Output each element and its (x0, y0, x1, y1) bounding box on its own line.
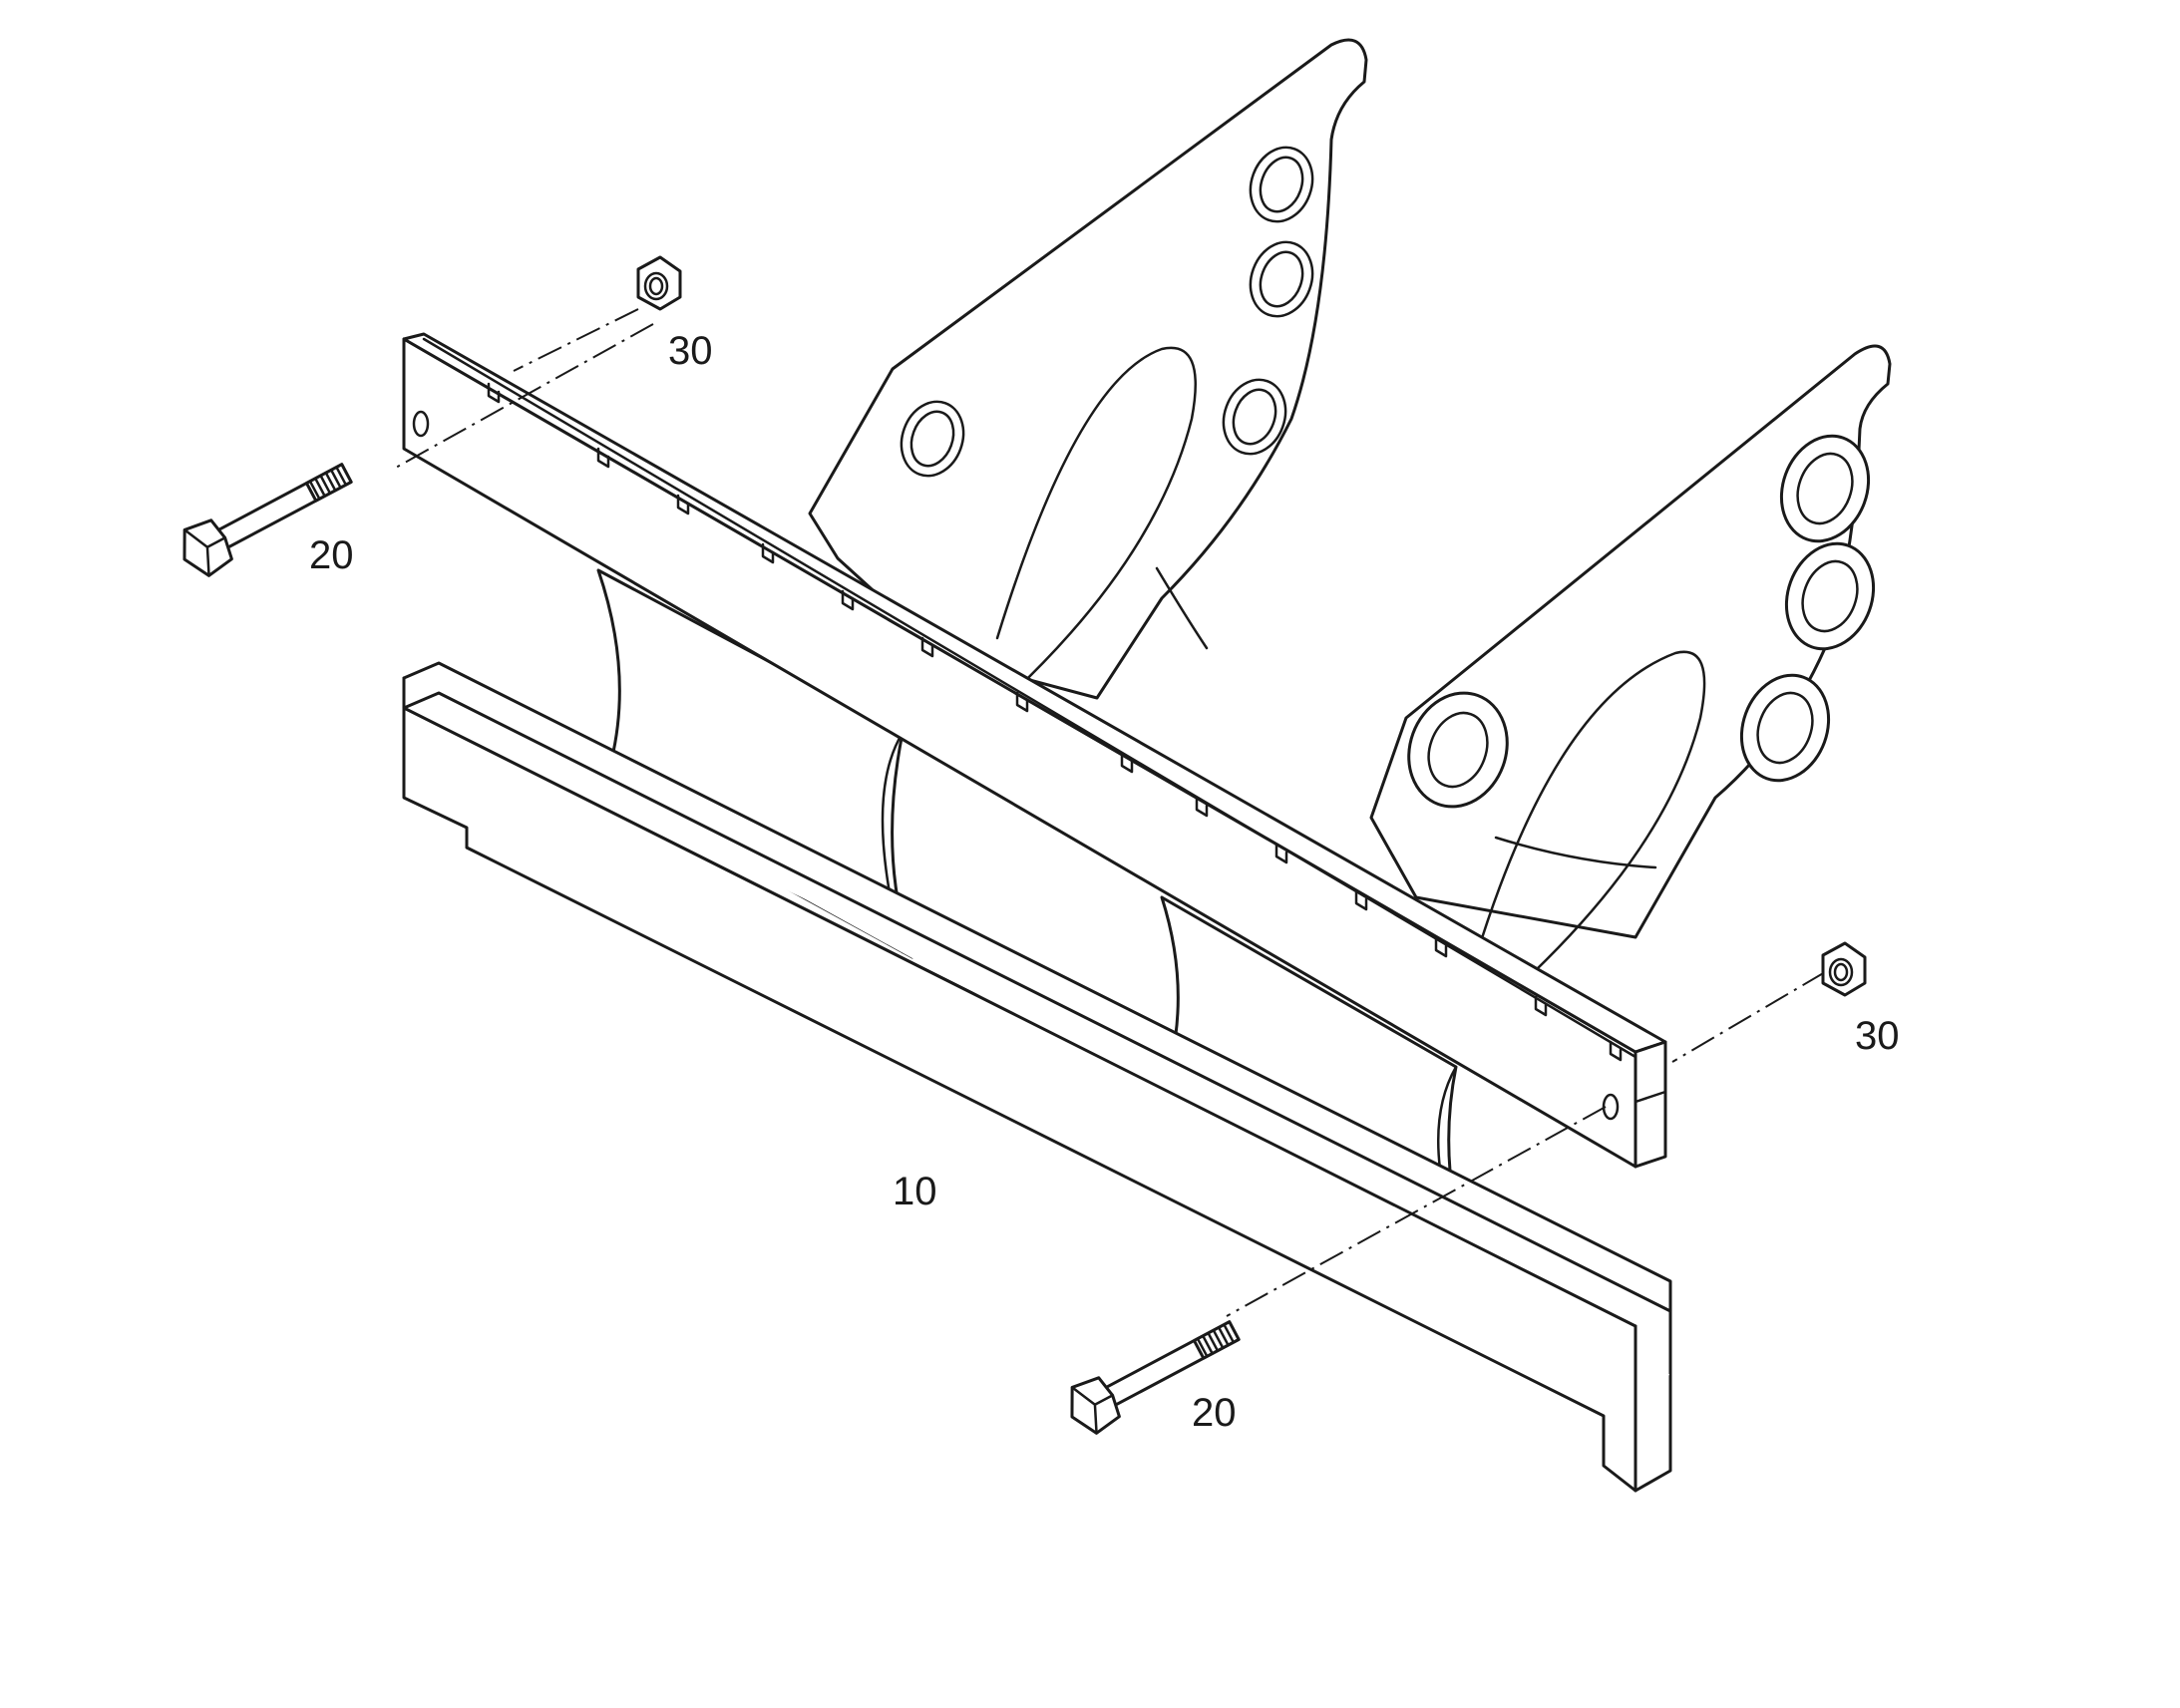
bolt-right (1070, 1320, 1241, 1435)
tube-back-left (1155, 566, 1209, 650)
upper-bar-teeth (487, 382, 1623, 1062)
nut-left (636, 255, 682, 311)
right-side-plate (1369, 344, 1892, 1009)
callout-30-right: 30 (1855, 1014, 1900, 1058)
nut-right (1821, 941, 1867, 997)
assembly-axis-lines (393, 308, 1826, 1317)
left-bolt-hole (412, 410, 430, 438)
left-side-plate (808, 38, 1368, 700)
callout-20-right: 20 (1192, 1391, 1237, 1435)
lower-bar (402, 661, 1672, 1493)
bolt-left (182, 463, 353, 577)
callout-30-left: 30 (668, 329, 713, 373)
callout-20-left: 20 (309, 533, 354, 577)
callout-10: 10 (893, 1170, 937, 1213)
upper-bar (402, 332, 1667, 1169)
